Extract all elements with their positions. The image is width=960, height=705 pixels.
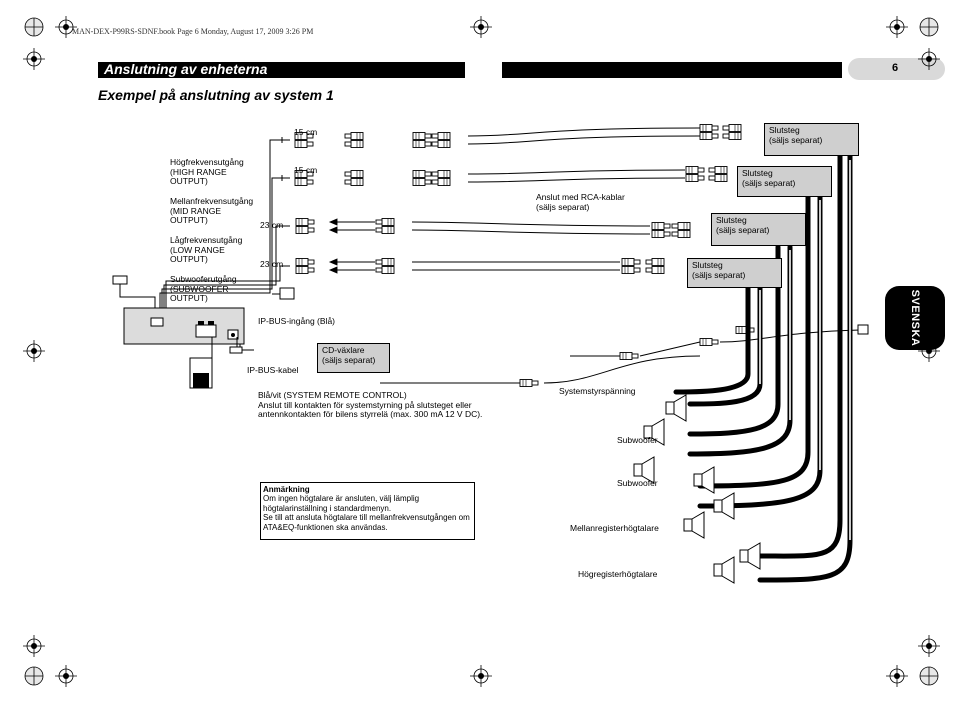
rca-cables-label: Anslut med RCA-kablar (säljs separat)	[536, 192, 625, 212]
low-range-line3: OUTPUT)	[170, 254, 208, 264]
amplifier-2: Slutsteg (säljs separat)	[737, 166, 832, 197]
low-range-output-label: Lågfrekvensutgång (LOW RANGE OUTPUT)	[170, 235, 243, 265]
remote-control-line1: Blå/vit (SYSTEM REMOTE CONTROL)	[258, 390, 407, 400]
remote-wires	[380, 329, 861, 384]
length-label-1: 15 cm	[294, 127, 318, 137]
amplifier-4: Slutsteg (säljs separat)	[687, 258, 782, 288]
amplifier-2-line1: Slutsteg	[742, 168, 773, 178]
mid-range-output-label: Mellanfrekvensutgång (MID RANGE OUTPUT)	[170, 196, 254, 226]
ipbus-input-label: IP-BUS-ingång (Blå)	[258, 316, 336, 326]
subwoofer-label-1: Subwoofer	[617, 435, 658, 445]
rca-cables-line2: (säljs separat)	[536, 201, 590, 212]
antenna-plug	[112, 275, 128, 285]
rca-cables	[411, 127, 701, 271]
high-speaker	[713, 542, 761, 584]
high-speaker-label: Högregisterhögtalare	[578, 569, 658, 579]
length-label-2: 15 cm	[294, 165, 318, 175]
amplifier-4-line1: Slutsteg	[692, 260, 723, 270]
mid-range-line3: OUTPUT)	[170, 215, 208, 225]
subwoofer-output-plug	[279, 287, 295, 300]
amplifier-2-line2: (säljs separat)	[742, 177, 796, 188]
registration-marks	[22, 15, 941, 688]
note-line-4: ATA&EQ-funktionen ska användas.	[263, 522, 388, 532]
speaker-wires	[673, 153, 853, 583]
head-unit	[123, 307, 245, 345]
subwoofer-output-line2: (SUBWOOFER	[170, 283, 229, 294]
note-title: Anmärkning	[263, 485, 310, 494]
amp-side-rca	[622, 125, 741, 274]
mid-speaker	[683, 492, 735, 539]
speaker-wire-highlights	[759, 160, 851, 540]
rca-arrows	[328, 218, 375, 274]
amplifier-1: Slutsteg (säljs separat)	[764, 123, 859, 156]
low-range-line1: Lågfrekvensutgång	[170, 235, 243, 245]
note-line-3: Se till att ansluta högtalare till mella…	[263, 513, 470, 523]
rca-connectors-low	[296, 219, 394, 234]
rca-cables-line1: Anslut med RCA-kablar	[536, 192, 625, 202]
note-line-1: Om ingen högtalare är ansluten, välj läm…	[263, 494, 420, 504]
remote-plugs	[519, 326, 755, 387]
amplifier-4-line2: (säljs separat)	[692, 269, 746, 280]
high-range-line2: (HIGH RANGE	[170, 166, 227, 177]
section-title-bar: Anslutning av enheterna	[98, 61, 465, 78]
ipbus-plug	[229, 346, 243, 354]
cd-changer-line1: CD-växlare	[322, 345, 365, 355]
note-line-2: högtalarinställning i standardmenyn.	[263, 503, 392, 513]
remote-control-label: Blå/vit (SYSTEM REMOTE CONTROL) Anslut t…	[258, 390, 483, 420]
remote-terminal	[857, 324, 869, 335]
cd-changer-connector	[193, 373, 209, 388]
page-number-tab: 6	[848, 58, 945, 80]
page-subtitle: Exempel på anslutning av system 1	[98, 87, 334, 103]
rca-connectors-high	[295, 133, 450, 148]
subwoofer-output-line3: OUTPUT)	[170, 293, 208, 303]
subwoofer-output-label: Subwooferutgång (SUBWOOFER OUTPUT)	[170, 274, 237, 304]
amplifier-3: Slutsteg (säljs separat)	[711, 213, 806, 246]
page-number: 6	[892, 62, 899, 74]
cd-changer-line2: (säljs separat)	[322, 354, 376, 365]
high-range-line3: OUTPUT)	[170, 176, 208, 186]
amplifier-1-line1: Slutsteg	[769, 125, 800, 135]
section-title: Anslutning av enheterna	[104, 61, 268, 77]
length-label-3: 23 cm	[260, 220, 284, 230]
low-range-line2: (LOW RANGE	[170, 244, 225, 255]
remote-control-line2: Anslut till kontakten för systemstyrning…	[258, 399, 472, 410]
mid-range-line1: Mellanfrekvensutgång	[170, 196, 254, 206]
ipbus-cable-label: IP-BUS-kabel	[247, 365, 299, 375]
subwoofer-label-2: Subwoofer	[617, 478, 658, 488]
rca-connectors-mid	[295, 171, 450, 186]
high-range-output-label: Högfrekvensutgång (HIGH RANGE OUTPUT)	[170, 157, 244, 187]
system-voltage-label: Systemstyrspänning	[559, 386, 636, 396]
high-range-line1: Högfrekvensutgång	[170, 157, 244, 167]
mid-speaker-label: Mellanregisterhögtalare	[570, 523, 659, 533]
length-marker-high	[281, 137, 290, 181]
length-label-4: 23 cm	[260, 259, 284, 269]
amplifier-3-line2: (säljs separat)	[716, 224, 770, 235]
remote-control-line3: antennkontakten för bilens styrrelä (max…	[258, 409, 483, 419]
amplifier-1-line2: (säljs separat)	[769, 134, 823, 145]
header-bar-right	[502, 62, 842, 78]
subwoofer-output-line1: Subwooferutgång	[170, 274, 237, 284]
amplifier-3-line1: Slutsteg	[716, 215, 747, 225]
output-cables	[119, 139, 290, 308]
rca-connectors-sub	[296, 259, 394, 274]
mid-range-line2: (MID RANGE	[170, 205, 221, 216]
cd-changer-box: CD-växlare (säljs separat)	[317, 343, 390, 373]
book-header-line: MAN-DEX-P99RS-SDNF.book Page 6 Monday, A…	[72, 27, 314, 36]
language-tab: SVENSKA	[885, 286, 945, 350]
note-box: Anmärkning Om ingen högtalare är anslute…	[260, 482, 475, 540]
